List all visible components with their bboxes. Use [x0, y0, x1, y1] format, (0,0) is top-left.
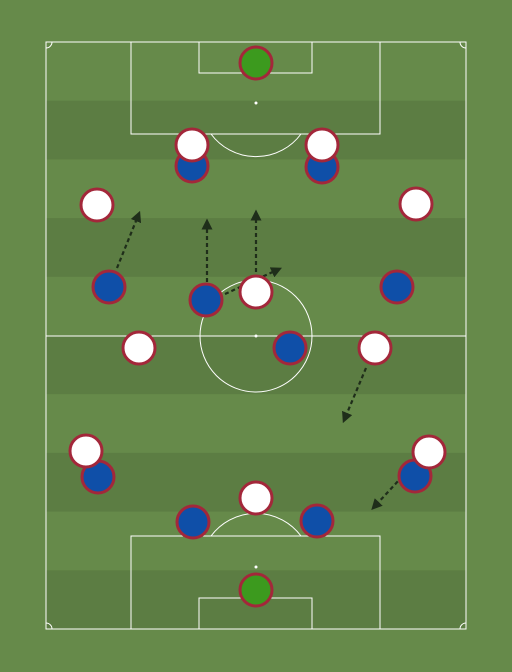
goalkeeper-top[interactable] — [238, 45, 274, 81]
blue-player[interactable] — [91, 269, 127, 305]
blue-player[interactable] — [188, 282, 224, 318]
white-player[interactable] — [68, 433, 104, 469]
corner-arc-top-left — [45, 41, 53, 49]
pitch-stripe — [46, 335, 466, 395]
white-player[interactable] — [411, 434, 447, 470]
movement-arrow — [342, 367, 368, 424]
white-player[interactable] — [398, 186, 434, 222]
top-penalty-arc — [210, 133, 302, 158]
blue-player[interactable] — [379, 269, 415, 305]
white-player[interactable] — [304, 127, 340, 163]
white-player[interactable] — [357, 330, 393, 366]
top-penalty-spot — [254, 101, 258, 105]
bottom-penalty-spot — [254, 565, 258, 569]
pitch-spots — [254, 101, 258, 569]
players — [68, 45, 447, 608]
corner-arc-bottom-left — [45, 622, 53, 630]
white-player[interactable] — [238, 274, 274, 310]
blue-player[interactable] — [272, 330, 308, 366]
white-player[interactable] — [238, 480, 274, 516]
bottom-penalty-arc — [210, 512, 302, 537]
center-spot — [254, 334, 258, 338]
pitch-stripes — [46, 100, 466, 629]
blue-player[interactable] — [175, 504, 211, 540]
corner-arc-bottom-right — [459, 622, 467, 630]
blue-player[interactable] — [299, 503, 335, 539]
white-player[interactable] — [174, 127, 210, 163]
white-player[interactable] — [79, 187, 115, 223]
pitch-stripe — [46, 100, 466, 160]
movement-arrow — [115, 210, 142, 269]
white-player[interactable] — [121, 330, 157, 366]
pitch-markings — [45, 41, 467, 630]
corner-arc-top-right — [459, 41, 467, 49]
goalkeeper-bottom[interactable] — [238, 572, 274, 608]
